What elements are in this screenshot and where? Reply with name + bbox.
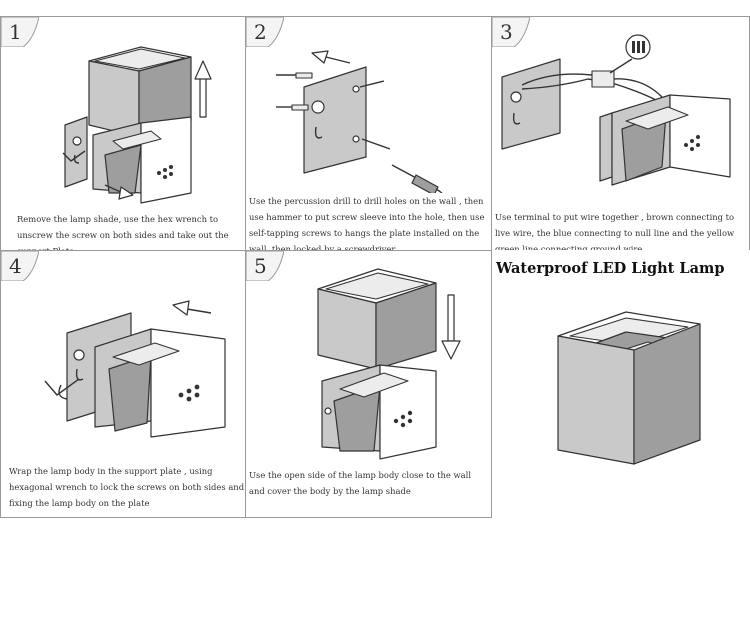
up-arrow-icon xyxy=(194,60,212,118)
step-2-number: 2 xyxy=(254,20,267,44)
step-3-number-tab: 3 xyxy=(492,17,530,47)
screw-sleeves xyxy=(276,72,313,111)
screwdriver-icon xyxy=(391,164,443,193)
left-arrow-icon xyxy=(172,300,212,316)
lamp-shade xyxy=(88,46,192,138)
product-panel: Waterproof LED Light Lamp xyxy=(491,250,750,518)
product-title: Waterproof LED Light Lamp xyxy=(496,260,725,277)
step-3-illustration xyxy=(501,34,731,186)
mounting-plate xyxy=(303,66,367,174)
step-4-number: 4 xyxy=(9,254,22,278)
step-1-number: 1 xyxy=(9,20,22,44)
step-4-illustration xyxy=(44,300,226,438)
step-5-illustration xyxy=(317,268,461,460)
step-2-number-tab: 2 xyxy=(246,17,284,47)
step-1-illustration xyxy=(62,46,212,204)
step-2-panel: 2 xyxy=(245,16,492,254)
lamp-body xyxy=(321,364,437,460)
step-4-number-tab: 4 xyxy=(1,251,39,281)
self-tapping-screws xyxy=(359,80,391,150)
step-5-number: 5 xyxy=(254,254,267,278)
left-arrow-icon xyxy=(311,50,351,64)
step-5-panel: 5 xyxy=(245,250,492,518)
terminal-block-icon xyxy=(591,70,615,88)
step-2-caption: Use the percussion drill to drill holes … xyxy=(249,196,485,254)
support-plate xyxy=(64,116,88,188)
product-illustration xyxy=(557,311,701,465)
step-5-caption: Use the open side of the lamp body close… xyxy=(249,470,471,496)
lamp-body xyxy=(94,328,226,438)
wall-plate xyxy=(501,58,561,150)
step-2-illustration xyxy=(276,50,443,193)
step-1-panel: 1 xyxy=(0,16,246,256)
rotate-arrow-icon xyxy=(58,384,68,400)
step-3-caption: Use terminal to put wire together , brow… xyxy=(495,212,735,254)
instruction-grid: 1 xyxy=(0,16,750,518)
lamp-assembly xyxy=(599,94,731,186)
slide-arrow-icon xyxy=(104,184,134,200)
step-5-number-tab: 5 xyxy=(246,251,284,281)
step-4-panel: 4 xyxy=(0,250,246,518)
step-4-caption: Wrap the lamp body in the support plate … xyxy=(9,466,245,508)
lamp-cube xyxy=(557,311,701,465)
step-3-panel: 3 xyxy=(491,16,750,254)
lamp-body xyxy=(92,116,192,204)
hex-wrench-icon xyxy=(62,150,86,162)
down-arrow-icon xyxy=(441,294,461,360)
hex-wrench-icon xyxy=(44,378,80,396)
lamp-shade xyxy=(317,268,437,370)
terminal-zoom-icon xyxy=(609,34,651,74)
step-3-number: 3 xyxy=(500,20,513,44)
step-1-number-tab: 1 xyxy=(1,17,39,47)
